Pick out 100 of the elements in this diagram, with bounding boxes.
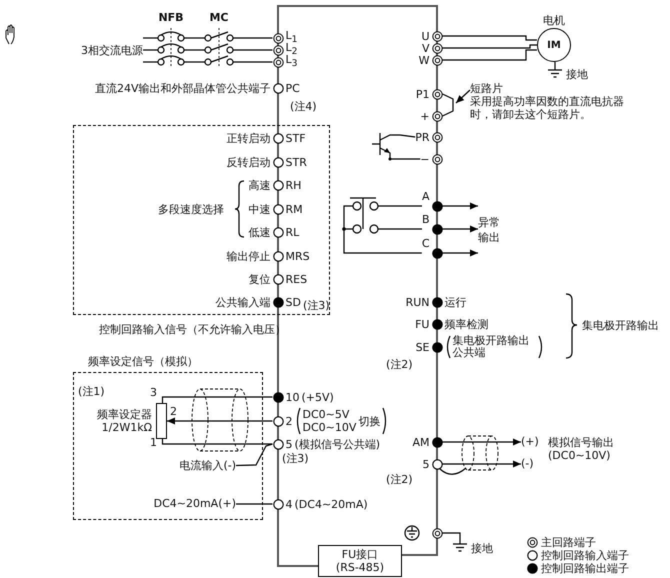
wire bbox=[236, 443, 273, 466]
ground-symbol bbox=[547, 66, 563, 78]
terminal-label: RM bbox=[286, 202, 303, 216]
legend-label: 控制回路输出端子 bbox=[541, 562, 629, 575]
note-label: (注2) bbox=[386, 358, 413, 371]
terminal-description: 直流24V输出和外部晶体管公共端子 bbox=[94, 82, 270, 94]
terminal-label: B bbox=[422, 212, 430, 228]
terminal-label: AM bbox=[412, 436, 430, 448]
terminal-description: 复位 bbox=[248, 272, 270, 286]
ground-label: 接地 bbox=[471, 542, 493, 555]
note-label: (注4) bbox=[290, 100, 317, 113]
terminal-label: 4 bbox=[286, 498, 292, 510]
terminal-description: DC0~10V bbox=[302, 421, 356, 434]
wire bbox=[400, 158, 420, 160]
interface-label: (RS-485) bbox=[334, 561, 386, 574]
terminal-label: RES bbox=[286, 272, 308, 286]
wire bbox=[400, 228, 422, 230]
terminal-label: RUN bbox=[406, 296, 430, 308]
ground-symbol bbox=[452, 540, 468, 552]
note-label: (注2) bbox=[386, 473, 413, 486]
terminal-description: 反转启动 bbox=[226, 156, 270, 168]
wire bbox=[554, 62, 556, 66]
terminal-description: 中速 bbox=[248, 202, 270, 216]
terminal-label: P1 bbox=[416, 88, 430, 100]
terminal-label: SE bbox=[416, 340, 430, 354]
terminal-description: (DC4~20mA) bbox=[294, 498, 368, 510]
pin-number: 1 bbox=[150, 436, 157, 449]
source-label: 3相交流电源 bbox=[81, 32, 143, 68]
signal-label: 异常输出 bbox=[478, 200, 504, 260]
group-heading: 控制回路输入信号（不允许输入电压） bbox=[99, 323, 286, 336]
wire bbox=[235, 49, 272, 51]
signal-label: 模拟信号输出(DC0~10V) bbox=[548, 436, 615, 462]
wire bbox=[143, 37, 155, 39]
terminal-label: MRS bbox=[286, 250, 310, 262]
terminal-label: 10 bbox=[286, 390, 300, 404]
terminal-label: C bbox=[422, 236, 430, 252]
terminal-description: (模拟信号公共端) bbox=[294, 438, 380, 450]
wire bbox=[235, 37, 272, 39]
terminal-label: L$_{3}$ bbox=[286, 53, 298, 71]
ground-label: 接地 bbox=[566, 68, 588, 81]
terminal-label: STR bbox=[286, 156, 307, 168]
signal-label: (-) bbox=[521, 457, 534, 470]
device-label: NFB bbox=[158, 12, 184, 24]
terminal-label: 5 bbox=[422, 458, 430, 470]
wire bbox=[162, 396, 272, 403]
terminal-description: 正转启动 bbox=[226, 132, 270, 144]
shorting-bar bbox=[442, 93, 454, 117]
arrow bbox=[442, 250, 478, 256]
terminal-label: U bbox=[421, 30, 430, 42]
wire bbox=[442, 44, 537, 49]
terminal-label: 2 bbox=[286, 414, 292, 428]
wiper-arrow bbox=[167, 418, 272, 424]
terminal-label: FU bbox=[415, 318, 430, 330]
terminal-description: 输出停止 bbox=[226, 250, 270, 262]
interface-label: FU接口 bbox=[340, 548, 380, 561]
signal-label: 集电极开路输出 bbox=[582, 319, 659, 332]
pin-number: 3 bbox=[150, 386, 157, 399]
terminal-description: 运行 bbox=[444, 296, 466, 308]
terminal-description: 低速 bbox=[248, 226, 270, 238]
terminal-label: RH bbox=[286, 178, 302, 192]
arrow bbox=[442, 226, 478, 232]
terminal-description: DC0~5V bbox=[302, 408, 350, 421]
resistor-caption: 1/2W1kΩ bbox=[100, 421, 152, 434]
terminal-description: 切换 bbox=[358, 414, 380, 428]
terminal-description: 集电极开路输出公共端 bbox=[452, 335, 530, 359]
leader-line bbox=[456, 90, 470, 104]
terminal-description: 频率检测 bbox=[444, 318, 488, 330]
note-text: 采用提高功率因数的直流电抗器时，请卸去这个短路片。 bbox=[470, 95, 625, 121]
legend-label: 主回路端子 bbox=[541, 536, 596, 549]
wire bbox=[235, 61, 272, 63]
terminal-label: STF bbox=[286, 132, 306, 144]
terminal-label: PR bbox=[415, 130, 430, 144]
wire bbox=[400, 134, 416, 138]
terminal-label: − bbox=[420, 152, 430, 166]
terminal-label: 5 bbox=[286, 438, 292, 450]
group-label: 多段速度选择 bbox=[158, 203, 224, 216]
pin-number: 2 bbox=[170, 405, 177, 418]
device-label: MC bbox=[209, 12, 229, 24]
wire bbox=[187, 49, 203, 51]
wire bbox=[442, 35, 537, 41]
terminal-description: (+5V) bbox=[302, 390, 334, 404]
signal-label: (+) bbox=[521, 435, 539, 448]
legend-label: 控制回路输入端子 bbox=[541, 549, 629, 562]
resistor-caption: 频率设定器 bbox=[97, 408, 152, 421]
wire bbox=[236, 503, 272, 505]
terminal-description: 公共输入端 bbox=[216, 296, 270, 308]
potentiometer-symbol bbox=[156, 403, 167, 439]
group-heading: 频率设定信号（模拟） bbox=[88, 355, 198, 368]
terminal-label: RL bbox=[286, 226, 300, 238]
wire bbox=[162, 439, 272, 445]
terminal-label: W bbox=[418, 54, 430, 66]
motor-symbol: IM bbox=[537, 28, 571, 62]
signal-label: DC4~20mA(+) bbox=[154, 497, 236, 510]
terminal-label: + bbox=[420, 110, 430, 122]
wire bbox=[400, 205, 422, 207]
terminal-description: 高速 bbox=[248, 178, 270, 192]
motor-caption: 电机 bbox=[543, 14, 565, 28]
note-label: (注3) bbox=[303, 299, 330, 312]
interface-box bbox=[318, 545, 402, 577]
terminal-label: V bbox=[422, 42, 430, 54]
